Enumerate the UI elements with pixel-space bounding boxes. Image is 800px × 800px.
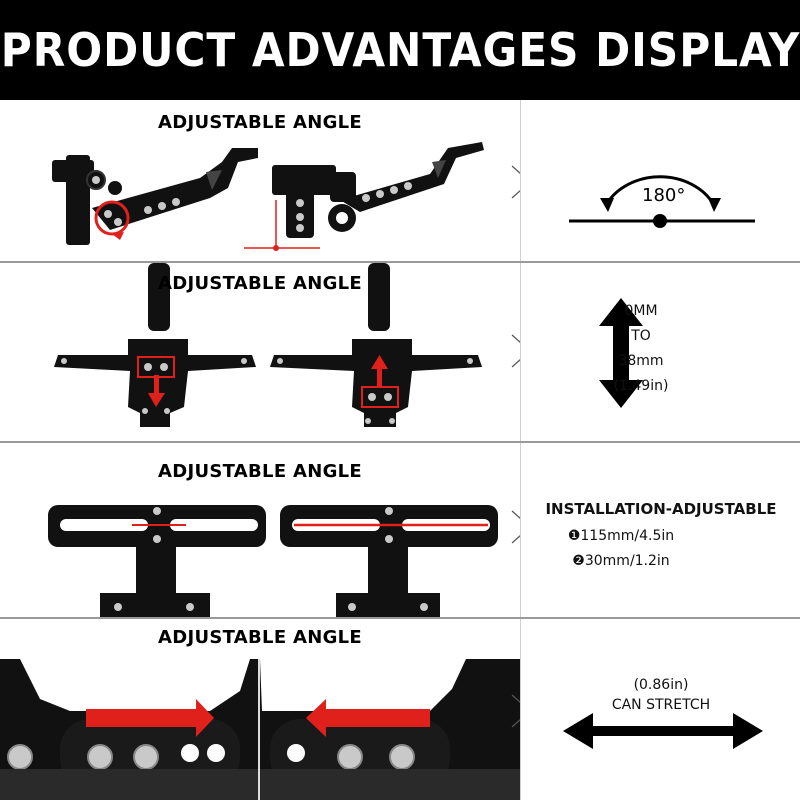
range-max-inches: (1.49in) [613, 378, 669, 394]
feature-info-panel: INSTALLATION-ADJUSTABLE ❶115mm/4.5in ❷30… [520, 443, 800, 617]
horizontal-double-arrow-icon [563, 713, 763, 749]
bracket-left [52, 148, 258, 245]
arm-closeup-left [0, 659, 258, 800]
plate-bracket-right [270, 263, 482, 427]
plate-bracket-left [54, 263, 256, 427]
slot-bracket-right [280, 505, 498, 617]
feature-row-stretch: ADJUSTABLE ANGLE [0, 619, 800, 800]
feature-image-area: ADJUSTABLE ANGLE [0, 263, 520, 441]
feature-image-area: ADJUSTABLE ANGLE [0, 100, 520, 261]
installation-spec-1: ❶115mm/4.5in [567, 528, 675, 544]
feature-info-panel: 0MM TO 38mm (1.49in) [520, 263, 800, 441]
feature-label: ADJUSTABLE ANGLE [157, 273, 363, 294]
plate-width-illustration [48, 505, 498, 617]
feature-label: ADJUSTABLE ANGLE [157, 627, 363, 648]
feature-row-width: ADJUSTABLE ANGLE [0, 443, 800, 619]
feature-image-area: ADJUSTABLE ANGLE [0, 443, 520, 617]
range-to: TO [631, 328, 651, 344]
feature-label: ADJUSTABLE ANGLE [157, 461, 363, 482]
feature-row-angle: ADJUSTABLE ANGLE [0, 100, 800, 263]
range-min: 0MM [624, 303, 658, 319]
range-max: 38mm [618, 353, 664, 369]
rotation-180-icon [569, 175, 755, 228]
installation-title: INSTALLATION-ADJUSTABLE [545, 500, 777, 518]
feature-info-panel: 180° [520, 100, 800, 261]
stretch-label: CAN STRETCH [611, 697, 711, 713]
arm-stretch-illustration [0, 659, 520, 800]
slot-bracket-left [48, 505, 266, 617]
installation-spec-2: ❷30mm/1.2in [572, 553, 670, 569]
plate-height-illustration [54, 263, 482, 427]
bracket-angle-illustration [52, 142, 484, 251]
vertical-double-arrow-icon [599, 298, 643, 408]
header-banner: PRODUCT ADVANTAGES DISPLAY [0, 0, 800, 100]
stretch-length: (0.86in) [633, 677, 689, 693]
feature-info-panel: (0.86in) CAN STRETCH [520, 619, 800, 800]
bracket-right [244, 142, 484, 251]
feature-row-height: ADJUSTABLE ANGLE [0, 263, 800, 443]
arm-closeup-right [260, 659, 520, 800]
height-range-text: 0MM TO 38mm (1.49in) [571, 299, 711, 399]
page-title: PRODUCT ADVANTAGES DISPLAY [0, 23, 800, 77]
feature-label: ADJUSTABLE ANGLE [157, 112, 363, 133]
feature-image-area: ADJUSTABLE ANGLE [0, 619, 520, 800]
rotation-angle-label: 180° [642, 185, 686, 206]
